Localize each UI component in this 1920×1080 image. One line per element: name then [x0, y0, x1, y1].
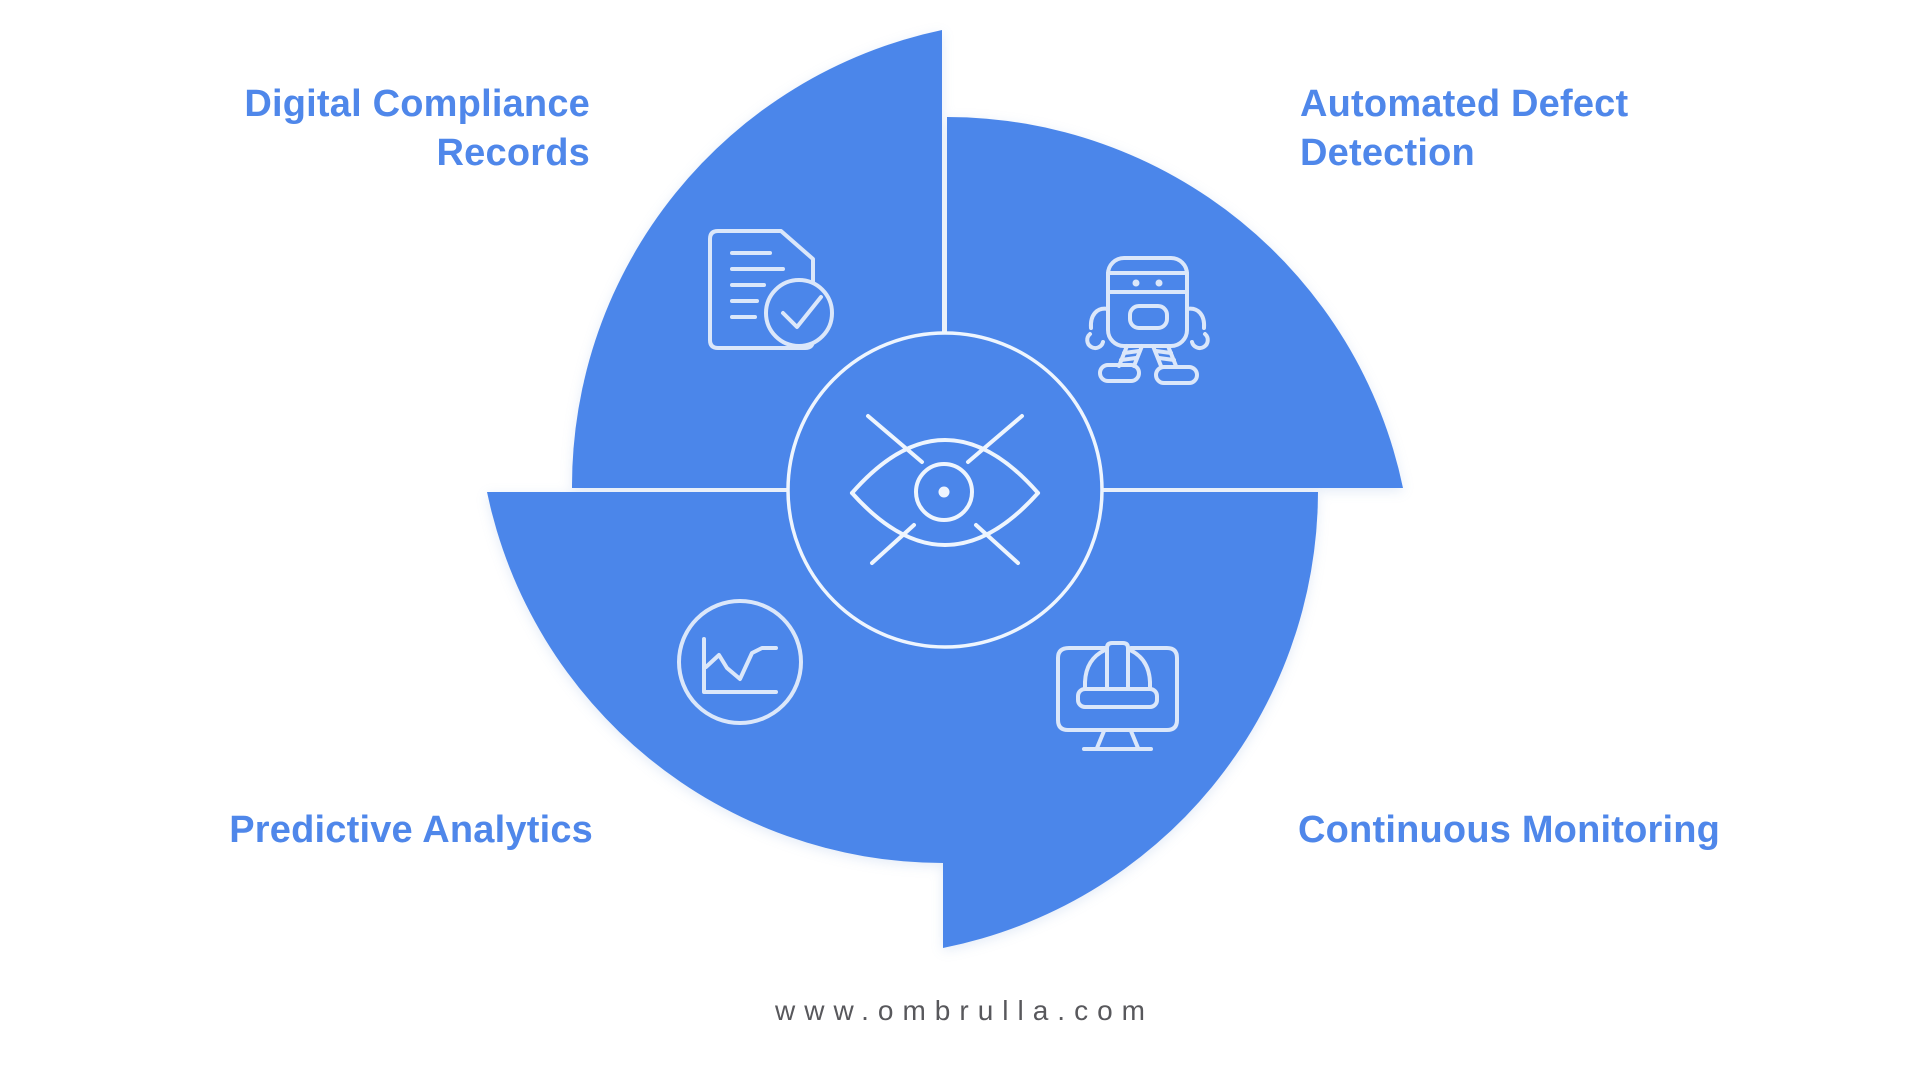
label-digital-compliance-records: Digital Compliance Records [244, 80, 590, 178]
label-line: Predictive Analytics [229, 809, 593, 851]
label-predictive-analytics: Predictive Analytics [229, 806, 593, 855]
robot-icon [1085, 256, 1210, 385]
monitor-hardhat-icon [1056, 641, 1179, 751]
line-chart-icon [677, 599, 803, 725]
label-automated-defect-detection: Automated Defect Detection [1300, 80, 1628, 178]
label-line: Digital Compliance [244, 83, 590, 125]
center-hub [786, 331, 1104, 649]
label-continuous-monitoring: Continuous Monitoring [1298, 806, 1720, 855]
label-line: Continuous Monitoring [1298, 809, 1721, 851]
label-line: Automated Defect [1300, 83, 1629, 125]
document-check-icon [708, 229, 834, 350]
ai-vision-eye-icon [850, 414, 1040, 565]
label-line: Records [436, 132, 590, 174]
label-line: Detection [1300, 132, 1475, 174]
website-url: www.ombrulla.com [775, 995, 1154, 1026]
